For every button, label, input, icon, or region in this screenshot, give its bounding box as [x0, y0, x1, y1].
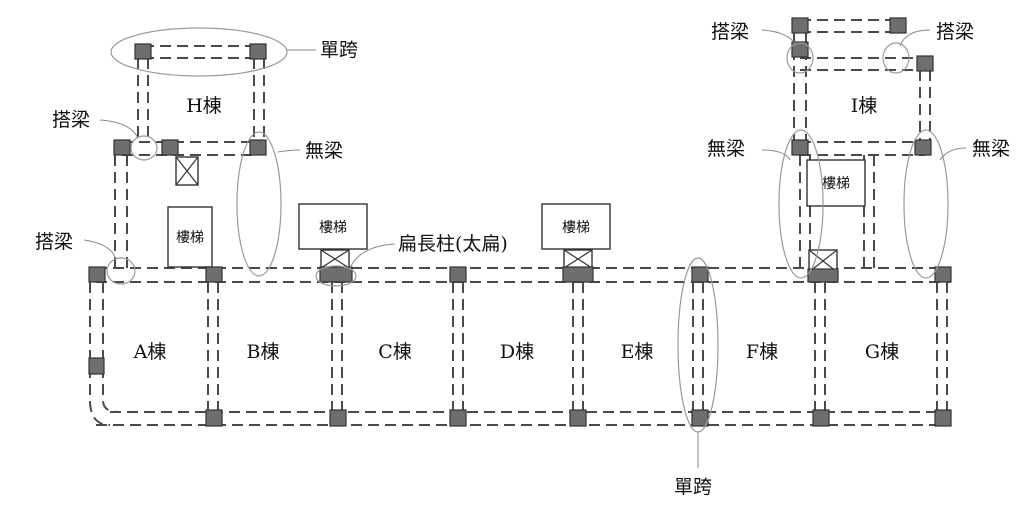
- column: [691, 266, 709, 283]
- label-single-span-bottom: 單跨: [674, 476, 712, 498]
- column: [889, 17, 907, 34]
- column: [569, 409, 587, 427]
- beams: [89, 19, 950, 426]
- column: [205, 409, 223, 427]
- stair-box-e: [541, 203, 611, 250]
- label-bridge-beam-h: 搭梁: [52, 109, 90, 131]
- ellipse-no-beam-h: [236, 131, 282, 277]
- column: [249, 43, 267, 60]
- column: [113, 139, 131, 156]
- stair-box-h: [167, 206, 213, 268]
- stair-boxes: 樓梯 樓梯 樓梯 樓梯: [167, 159, 866, 268]
- column: [807, 268, 839, 283]
- ellipse-bridge-beam-h: [130, 135, 158, 161]
- column: [934, 409, 952, 427]
- column: [812, 409, 830, 427]
- leader-lines: [83, 29, 967, 468]
- column: [791, 17, 809, 34]
- ellipse-no-beam-i-left: [778, 129, 824, 279]
- label-flat-column: 扁長柱(太扁): [398, 233, 508, 255]
- ellipse-bridge-beam-i-right: [882, 42, 910, 74]
- stair-label-h: 樓梯: [176, 230, 204, 246]
- building-label-c: C棟: [378, 341, 412, 363]
- building-label-f: F棟: [746, 341, 778, 363]
- stair-box-i: [806, 159, 866, 207]
- annotation-ellipses: [106, 27, 949, 433]
- label-bridge-beam-i-right: 搭梁: [936, 21, 974, 43]
- column: [791, 139, 809, 156]
- crossed-box-h: [175, 156, 199, 186]
- column: [449, 266, 467, 283]
- building-label-b: B棟: [247, 341, 280, 363]
- label-bridge-beam-i-left: 搭梁: [711, 21, 749, 43]
- building-label-g: G棟: [865, 341, 899, 363]
- column: [134, 43, 152, 60]
- building-label-d: D棟: [500, 341, 534, 363]
- column: [329, 409, 347, 427]
- ellipse-bridge-beam-i-left: [786, 42, 814, 74]
- stair-label-e: 樓梯: [562, 220, 590, 236]
- ellipse-flat-column: [315, 265, 357, 287]
- ellipse-single-span-h: [110, 27, 288, 77]
- column: [319, 266, 353, 283]
- ellipse-no-beam-i-right: [903, 129, 949, 279]
- building-label-e: E棟: [621, 341, 654, 363]
- building-label-a: A棟: [133, 341, 167, 363]
- label-bridge-beam-left: 搭梁: [35, 231, 73, 253]
- column: [88, 357, 105, 375]
- building-label-h: H棟: [186, 95, 222, 117]
- column: [934, 266, 952, 283]
- stair-box-c: [298, 203, 368, 250]
- column: [691, 409, 709, 427]
- crossed-box-c: [320, 249, 350, 269]
- label-single-span-top: 單跨: [320, 39, 358, 61]
- label-no-beam-i-right: 無梁: [972, 138, 1010, 160]
- column: [161, 139, 179, 156]
- stair-label-c: 樓梯: [319, 220, 347, 236]
- column: [449, 409, 467, 427]
- crossed-box-e: [563, 249, 593, 269]
- annotation-labels: 單跨 搭梁 無梁 搭梁 扁長柱(太扁) 單跨 搭梁 搭梁 無梁 無梁: [35, 21, 1010, 498]
- column: [916, 55, 934, 72]
- column: [562, 266, 594, 283]
- column: [914, 139, 932, 156]
- column: [205, 266, 223, 283]
- label-no-beam-h: 無梁: [305, 140, 343, 162]
- columns: [88, 17, 952, 427]
- column: [249, 139, 267, 156]
- stair-label-i: 樓梯: [822, 176, 850, 192]
- column: [88, 266, 106, 283]
- crossed-box-i: [808, 249, 838, 273]
- ellipse-single-span-bottom: [677, 257, 719, 433]
- building-labels: A棟 B棟 C棟 D棟 E棟 F棟 G棟 H棟 I棟: [133, 95, 899, 363]
- label-no-beam-i-left: 無梁: [707, 138, 745, 160]
- building-label-i: I棟: [851, 95, 878, 117]
- ellipse-bridge-beam-left: [106, 257, 136, 285]
